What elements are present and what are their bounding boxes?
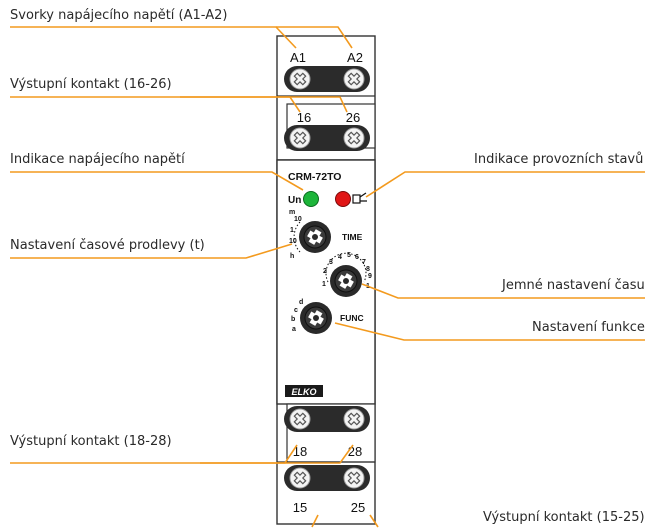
time-knob-label: TIME bbox=[342, 232, 363, 242]
fine-scale-4: 4 bbox=[338, 254, 342, 261]
leader-time bbox=[10, 243, 293, 259]
terminal-label-16: 16 bbox=[297, 110, 311, 125]
leader-25 bbox=[369, 514, 379, 528]
led-un-label: Un bbox=[288, 195, 301, 206]
label-supply-indication: Indikace napájecího napětí bbox=[10, 152, 185, 167]
terminal-label-28: 28 bbox=[348, 444, 362, 459]
fine-scale-6: 6 bbox=[355, 254, 359, 261]
label-state-indication: Indikace provozních stavů bbox=[474, 152, 644, 167]
screw-icon bbox=[289, 68, 311, 90]
leader-a2 bbox=[276, 26, 353, 49]
label-output-15-25: Výstupní kontakt (15-25) bbox=[483, 510, 645, 525]
leader-a1 bbox=[10, 26, 297, 49]
leader-lines bbox=[10, 26, 645, 528]
label-time-delay-setting: Nastavení časové prodlevy (t) bbox=[10, 238, 205, 253]
fine-scale-8: 8 bbox=[366, 266, 370, 273]
leader-state bbox=[365, 171, 645, 198]
func-scale-b: b bbox=[291, 316, 295, 323]
screw-icon bbox=[289, 408, 311, 430]
fine-scale-9: 9 bbox=[368, 273, 372, 280]
leader-16-26 bbox=[10, 96, 348, 113]
fine-scale-1: 1 bbox=[322, 281, 326, 288]
terminal-label-15: 15 bbox=[293, 500, 307, 515]
leader-fine bbox=[361, 283, 645, 299]
function-knob[interactable] bbox=[299, 301, 333, 335]
range-scale-m: m bbox=[289, 209, 295, 216]
terminal-label-26: 26 bbox=[346, 110, 360, 125]
terminal-label-a2: A2 bbox=[347, 50, 363, 65]
fine-time-knob[interactable] bbox=[329, 264, 363, 298]
func-scale-d: d bbox=[299, 299, 303, 306]
label-supply-terminals: Svorky napájecího napětí (A1-A2) bbox=[10, 8, 228, 23]
terminal-label-18: 18 bbox=[293, 444, 307, 459]
screw-icon bbox=[343, 408, 365, 430]
leader-16 bbox=[180, 96, 301, 113]
range-scale-1: 1 bbox=[290, 227, 294, 234]
screw-icon bbox=[343, 127, 365, 149]
label-output-18-28: Výstupní kontakt (18-28) bbox=[10, 434, 172, 449]
terminal-label-25: 25 bbox=[351, 500, 365, 515]
screw-icon bbox=[343, 68, 365, 90]
func-knob-label: FUNC bbox=[340, 313, 364, 323]
terminal-label-a1: A1 bbox=[290, 50, 306, 65]
model-name: CRM-72TO bbox=[288, 171, 341, 183]
fine-scale-5: 5 bbox=[347, 252, 351, 259]
range-scale-h: h bbox=[290, 253, 294, 260]
screw-icon bbox=[289, 467, 311, 489]
brand-logo: ELKO bbox=[291, 387, 316, 397]
range-scale-10a: 10 bbox=[294, 216, 302, 223]
led-un-green bbox=[303, 191, 319, 207]
led-relay-red bbox=[335, 191, 351, 207]
fine-scale-2: 2 bbox=[323, 268, 327, 275]
label-output-16-26: Výstupní kontakt (16-26) bbox=[10, 77, 172, 92]
fine-scale-7: 7 bbox=[362, 259, 366, 266]
leader-func bbox=[334, 322, 645, 341]
leader-un bbox=[10, 171, 304, 191]
screw-icon bbox=[343, 467, 365, 489]
label-function-setting: Nastavení funkce bbox=[532, 320, 645, 335]
fine-scale-3: 3 bbox=[329, 259, 333, 266]
leader-15 bbox=[311, 514, 319, 528]
func-scale-a: a bbox=[292, 326, 296, 333]
time-range-knob[interactable] bbox=[298, 220, 332, 254]
screw-icon bbox=[289, 127, 311, 149]
func-scale-c: c bbox=[294, 307, 298, 314]
brand-badge bbox=[285, 385, 323, 397]
range-scale-10b: 10 bbox=[289, 238, 297, 245]
leader-18 bbox=[200, 444, 298, 464]
label-fine-time-setting: Jemné nastavení času bbox=[502, 278, 645, 293]
leader-28 bbox=[10, 444, 354, 464]
relay-state-icon bbox=[352, 192, 367, 204]
